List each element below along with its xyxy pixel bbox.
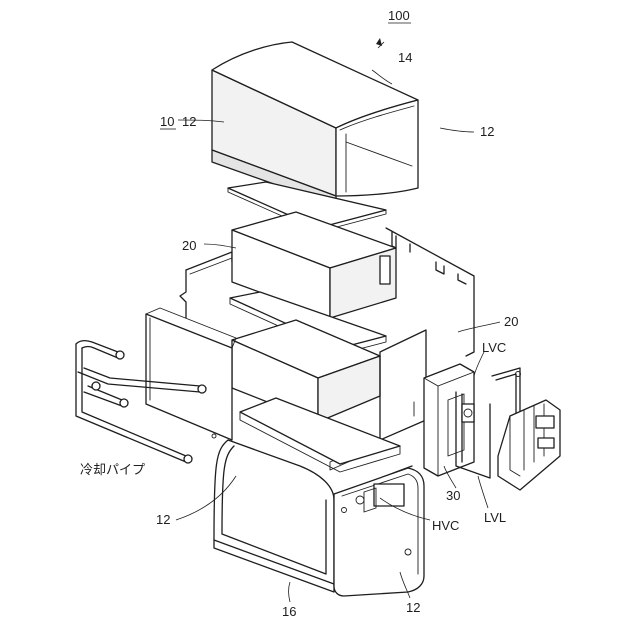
label-12-top-right: 12	[480, 124, 494, 139]
label-100: 100	[388, 8, 410, 23]
left-side-panel	[146, 308, 236, 440]
arrow-icon	[376, 38, 382, 46]
label-20-lower: 20	[504, 314, 518, 329]
label-hvc: HVC	[432, 518, 459, 533]
top-cover	[212, 42, 418, 206]
label-14: 14	[398, 50, 412, 65]
label-10: 10	[160, 114, 174, 129]
label-12-bottom: 12	[406, 600, 420, 615]
label-20-upper: 20	[182, 238, 196, 253]
label-lvl: LVL	[484, 510, 506, 525]
label-lvc: LVC	[482, 340, 506, 355]
label-16: 16	[282, 604, 296, 619]
connector-module	[498, 400, 560, 490]
label-30: 30	[446, 488, 460, 503]
label-12-left-frame: 12	[156, 512, 170, 527]
label-12-top-left: 12	[182, 114, 196, 129]
label-cooling-pipe: 冷却パイプ	[80, 462, 145, 477]
